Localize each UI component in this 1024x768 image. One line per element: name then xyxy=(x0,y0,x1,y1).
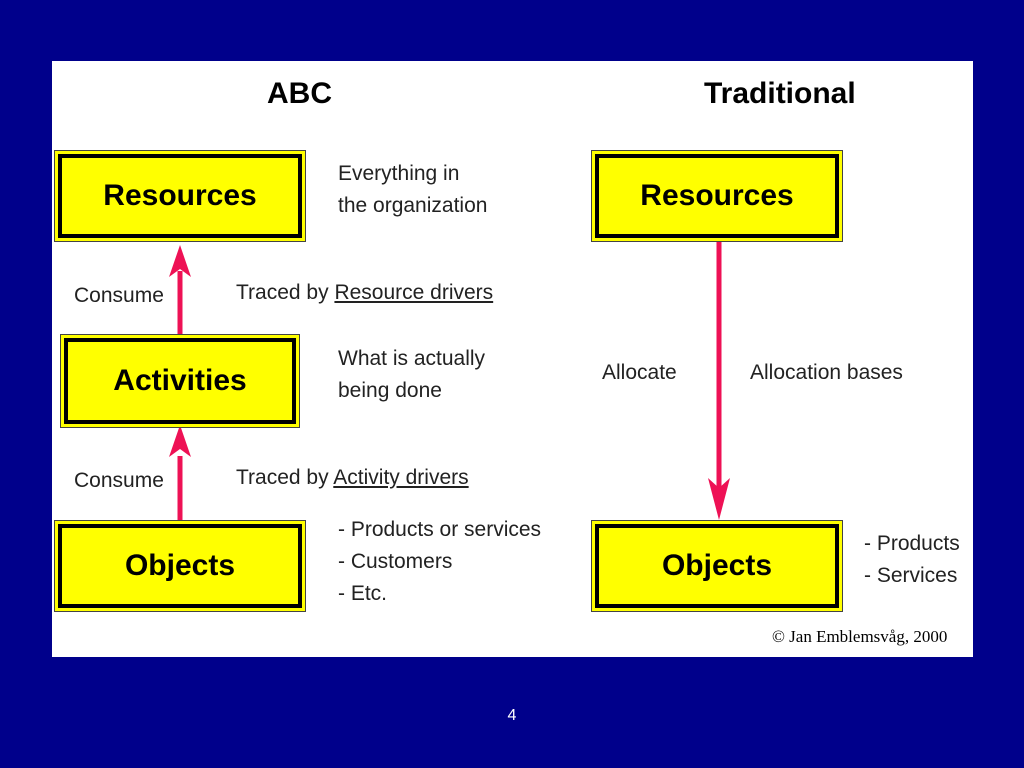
note-line: What is actually xyxy=(338,347,486,370)
abc-traced-by-activity-drivers: Traced by Activity drivers xyxy=(236,462,469,494)
activity-drivers-term: Activity drivers xyxy=(333,466,469,489)
note-line: - Etc. xyxy=(338,582,388,605)
traced-prefix: Traced by xyxy=(236,281,335,304)
note-line: the organization xyxy=(338,194,488,217)
note-line: being done xyxy=(338,379,442,402)
abc-heading: ABC xyxy=(267,77,332,110)
slide-page-number: 4 xyxy=(507,707,517,724)
traditional-objects-note: - Products - Services xyxy=(864,528,960,592)
abc-arrow-objects-to-activities xyxy=(169,425,191,521)
abc-activities-box: Activities xyxy=(64,338,296,424)
abc-resources-note: Everything in the organization xyxy=(338,158,487,222)
abc-objects-box: Objects xyxy=(58,524,302,608)
traced-prefix: Traced by xyxy=(236,466,334,489)
traditional-resources-box: Resources xyxy=(595,154,839,238)
note-line: - Products or services xyxy=(338,518,542,541)
traditional-objects-box: Objects xyxy=(595,524,839,608)
abc-objects-note: - Products or services - Customers - Etc… xyxy=(338,514,541,610)
note-line: - Products xyxy=(864,532,960,555)
abc-arrow-activities-to-resources xyxy=(169,245,191,336)
abc-resources-box: Resources xyxy=(58,154,302,238)
note-line: - Customers xyxy=(338,550,453,573)
abc-traced-by-resource-drivers: Traced by Resource drivers xyxy=(236,277,493,309)
abc-activities-note: What is actually being done xyxy=(338,343,485,407)
traditional-heading: Traditional xyxy=(704,77,856,110)
traditional-arrow-resources-to-objects xyxy=(708,241,730,520)
note-line: Everything in xyxy=(338,162,460,185)
copyright-notice: © Jan Emblemsvåg, 2000 xyxy=(772,627,948,646)
note-line: - Services xyxy=(864,564,958,587)
abc-consume-label-2: Consume xyxy=(74,469,164,492)
resource-drivers-term: Resource drivers xyxy=(334,281,494,304)
traditional-allocation-bases-label: Allocation bases xyxy=(750,361,903,384)
diagram-panel: ABC Traditional Resources Activities Obj… xyxy=(52,61,973,657)
traditional-allocate-label: Allocate xyxy=(602,361,677,384)
abc-consume-label-1: Consume xyxy=(74,284,164,307)
